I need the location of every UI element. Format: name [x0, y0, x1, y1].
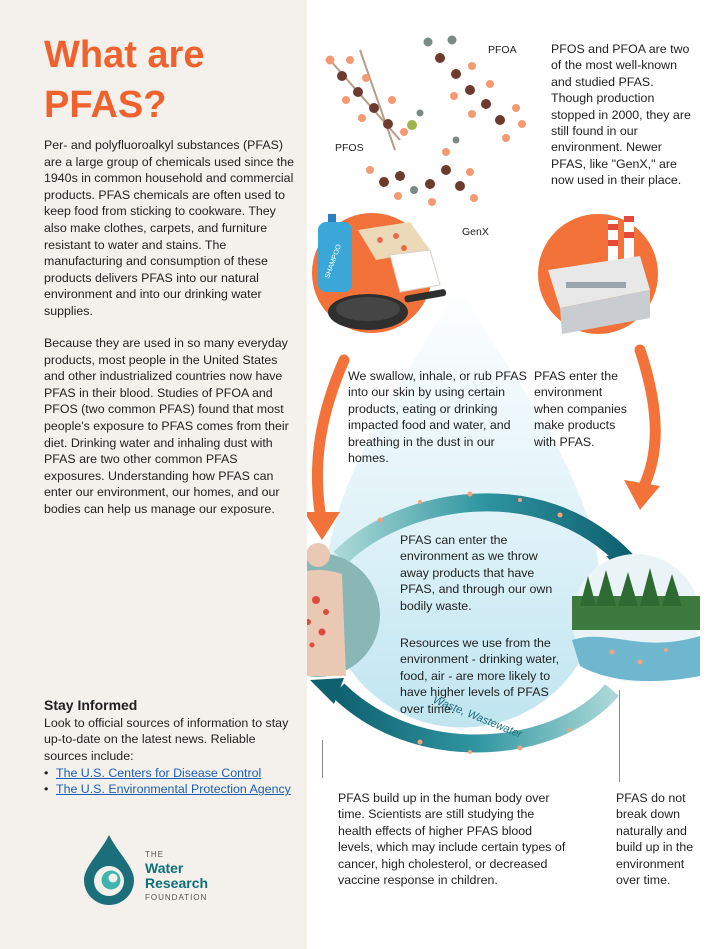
genx-label: GenX — [462, 226, 489, 238]
pizza-box-icon — [358, 222, 430, 260]
forest-river-icon — [572, 568, 700, 682]
pfos-molecule-icon — [325, 49, 424, 151]
source-list: The U.S. Centers for Disease Control The… — [44, 765, 304, 798]
drinking-arrow-head-icon — [310, 678, 344, 704]
logo-text: THE Water Research FOUNDATION — [145, 848, 208, 904]
shampoo-bottle-icon: SHAMPOO — [318, 214, 352, 292]
swallow-info: We swallow, inhale, or rub PFAS into our… — [348, 369, 527, 466]
orange-arrow-right — [634, 344, 661, 496]
drinking-arc — [331, 683, 619, 753]
factory-icon — [548, 212, 650, 334]
pfoa-label: PFOA — [488, 44, 517, 56]
pfos-label: PFOS — [335, 142, 364, 154]
stay-informed-text: Look to official sources of information … — [44, 716, 289, 763]
logo-line-water: Water — [145, 860, 184, 876]
logo-line-research: Research — [145, 875, 209, 891]
pfas-cycle-diagram: SHAMPOO — [307, 35, 700, 767]
body-connector-line — [322, 740, 323, 778]
page-title: What are PFAS? — [44, 34, 205, 126]
arrow-head-right-icon — [624, 480, 660, 510]
environment-info: PFAS do not break down naturally and bui… — [616, 791, 694, 888]
arc-particles — [377, 491, 572, 754]
environment-connector-line — [619, 690, 620, 782]
arrow-head-left-icon — [307, 512, 340, 540]
exposure-paragraph: Because they are used in so many everyda… — [44, 336, 289, 516]
orange-arrow-left — [311, 354, 350, 531]
logo-line-the: THE — [145, 850, 164, 859]
genx-molecule-icon — [366, 136, 478, 206]
resources-info: Resources we use from the environment - … — [400, 636, 560, 716]
water-drop-logo-icon — [84, 835, 134, 905]
epa-link[interactable]: The U.S. Environmental Protection Agency — [56, 782, 291, 797]
source-item-cdc: The U.S. Centers for Disease Control — [44, 765, 304, 782]
body-info: PFAS build up in the human body over tim… — [338, 791, 566, 888]
companies-info: PFAS enter the environment when companie… — [534, 369, 627, 449]
waste-arc — [333, 493, 633, 567]
waste-info: PFAS can enter the environment as we thr… — [400, 533, 553, 613]
pfoa-molecule-icon — [423, 35, 526, 142]
intro-paragraph: Per- and polyfluoroalkyl substances (PFA… — [44, 138, 295, 318]
frying-pan-icon — [328, 289, 447, 330]
source-item-epa: The U.S. Environmental Protection Agency — [44, 781, 304, 798]
human-body-icon — [307, 543, 346, 676]
stay-informed-heading: Stay Informed — [44, 697, 138, 713]
pfos-pfoa-info: PFOS and PFOA are two of the most well-k… — [551, 42, 691, 188]
takeout-box-icon — [389, 249, 441, 293]
cdc-link[interactable]: The U.S. Centers for Disease Control — [56, 766, 262, 780]
logo-line-foundation: FOUNDATION — [145, 893, 208, 902]
